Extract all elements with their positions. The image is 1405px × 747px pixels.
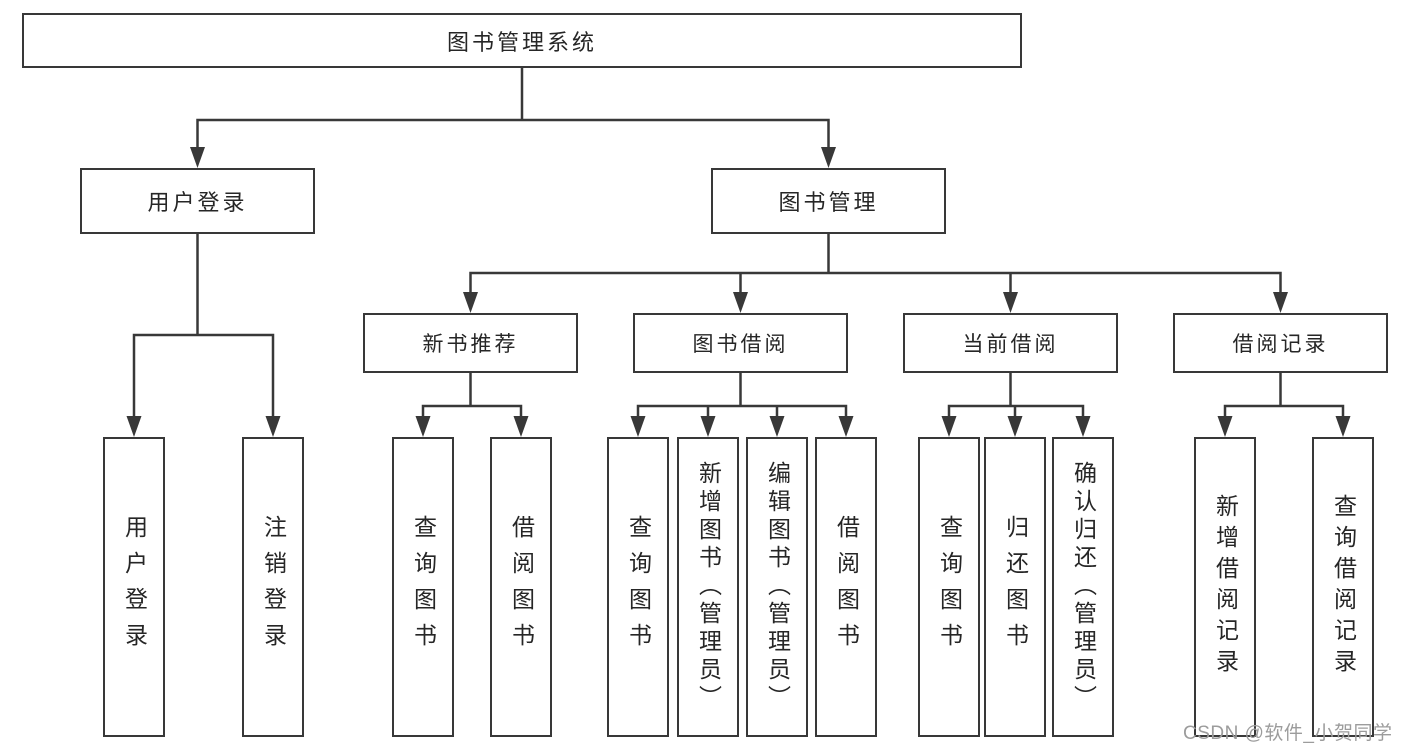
connector-bookborrow-to-leaves [636,371,848,423]
arrowhead-icon [415,416,431,437]
arrowhead-icon [821,147,836,168]
node-borrowing-records: 借阅记录 [1173,313,1388,373]
arrowhead-icon [1003,292,1018,313]
arrowhead-icon [1273,292,1288,313]
arrowhead-icon [941,416,957,437]
node-new-book-recommendation: 新书推荐 [363,313,578,373]
node-label: 图书借阅 [692,333,789,356]
connector-curborrow-to-leaves [947,371,1085,423]
leaf-logout: 注销登录 [242,437,304,737]
leaf-borrow-books: 借阅图书 [490,437,552,737]
arrowhead-icon [463,292,478,313]
leaf-label: 查询图书 [625,515,652,659]
arrowhead-icon [769,416,785,437]
arrowhead-icon [1217,416,1233,437]
arrowhead-icon [838,416,854,437]
arrowhead-icon [126,416,142,437]
leaf-label: 归还图书 [1002,515,1029,659]
leaf-query-books: 查询图书 [607,437,669,737]
leaf-label: 查询图书 [936,515,963,659]
node-book-management: 图书管理 [711,168,946,234]
leaf-label: 借阅图书 [833,515,860,659]
leaf-label: 新增图书（管理员） [695,461,722,713]
arrowhead-icon [265,416,281,437]
leaf-confirm-return-admin: 确认归还（管理员） [1052,437,1114,737]
leaf-edit-books-admin: 编辑图书（管理员） [746,437,808,737]
arrowhead-icon [190,147,205,168]
connector-root-to-level2 [196,66,830,152]
node-label: 图书管理 [778,190,879,215]
root-node-label: 图书管理系统 [446,29,597,55]
connector-bookmgmt-to-level3 [469,232,1282,298]
connector-borrowrec-to-leaves [1223,371,1345,423]
leaf-add-borrow-record: 新增借阅记录 [1194,437,1256,737]
node-user-login: 用户登录 [80,168,315,234]
node-label: 用户登录 [147,190,248,215]
arrowhead-icon [1075,416,1091,437]
leaf-user-login: 用户登录 [103,437,165,737]
leaf-label: 用户登录 [121,515,148,659]
leaf-label: 借阅图书 [508,515,535,659]
leaf-borrow-books: 借阅图书 [815,437,877,737]
leaf-query-books: 查询图书 [918,437,980,737]
leaf-label: 编辑图书（管理员） [764,461,791,713]
watermark: CSDN @软件_小贺同学 [1183,723,1393,744]
connector-userlogin-to-leaves [132,232,275,423]
leaf-query-books: 查询图书 [392,437,454,737]
node-label: 借阅记录 [1232,333,1329,356]
node-current-borrowing: 当前借阅 [903,313,1118,373]
leaf-label: 注销登录 [260,515,287,659]
leaf-label: 查询图书 [410,515,437,659]
root-node-library-system: 图书管理系统 [22,13,1022,68]
node-label: 新书推荐 [422,333,519,356]
leaf-label: 确认归还（管理员） [1070,461,1097,713]
leaf-query-borrow-record: 查询借阅记录 [1312,437,1374,737]
leaf-return-books: 归还图书 [984,437,1046,737]
leaf-label: 查询借阅记录 [1330,494,1357,680]
connector-newbook-to-leaves [421,371,523,423]
arrowhead-icon [1335,416,1351,437]
arrowhead-icon [733,292,748,313]
arrowhead-icon [630,416,646,437]
node-label: 当前借阅 [962,333,1059,356]
node-book-borrowing: 图书借阅 [633,313,848,373]
leaf-label: 新增借阅记录 [1212,494,1239,680]
arrowhead-icon [700,416,716,437]
arrowhead-icon [1007,416,1023,437]
leaf-add-books-admin: 新增图书（管理员） [677,437,739,737]
arrowhead-icon [513,416,529,437]
